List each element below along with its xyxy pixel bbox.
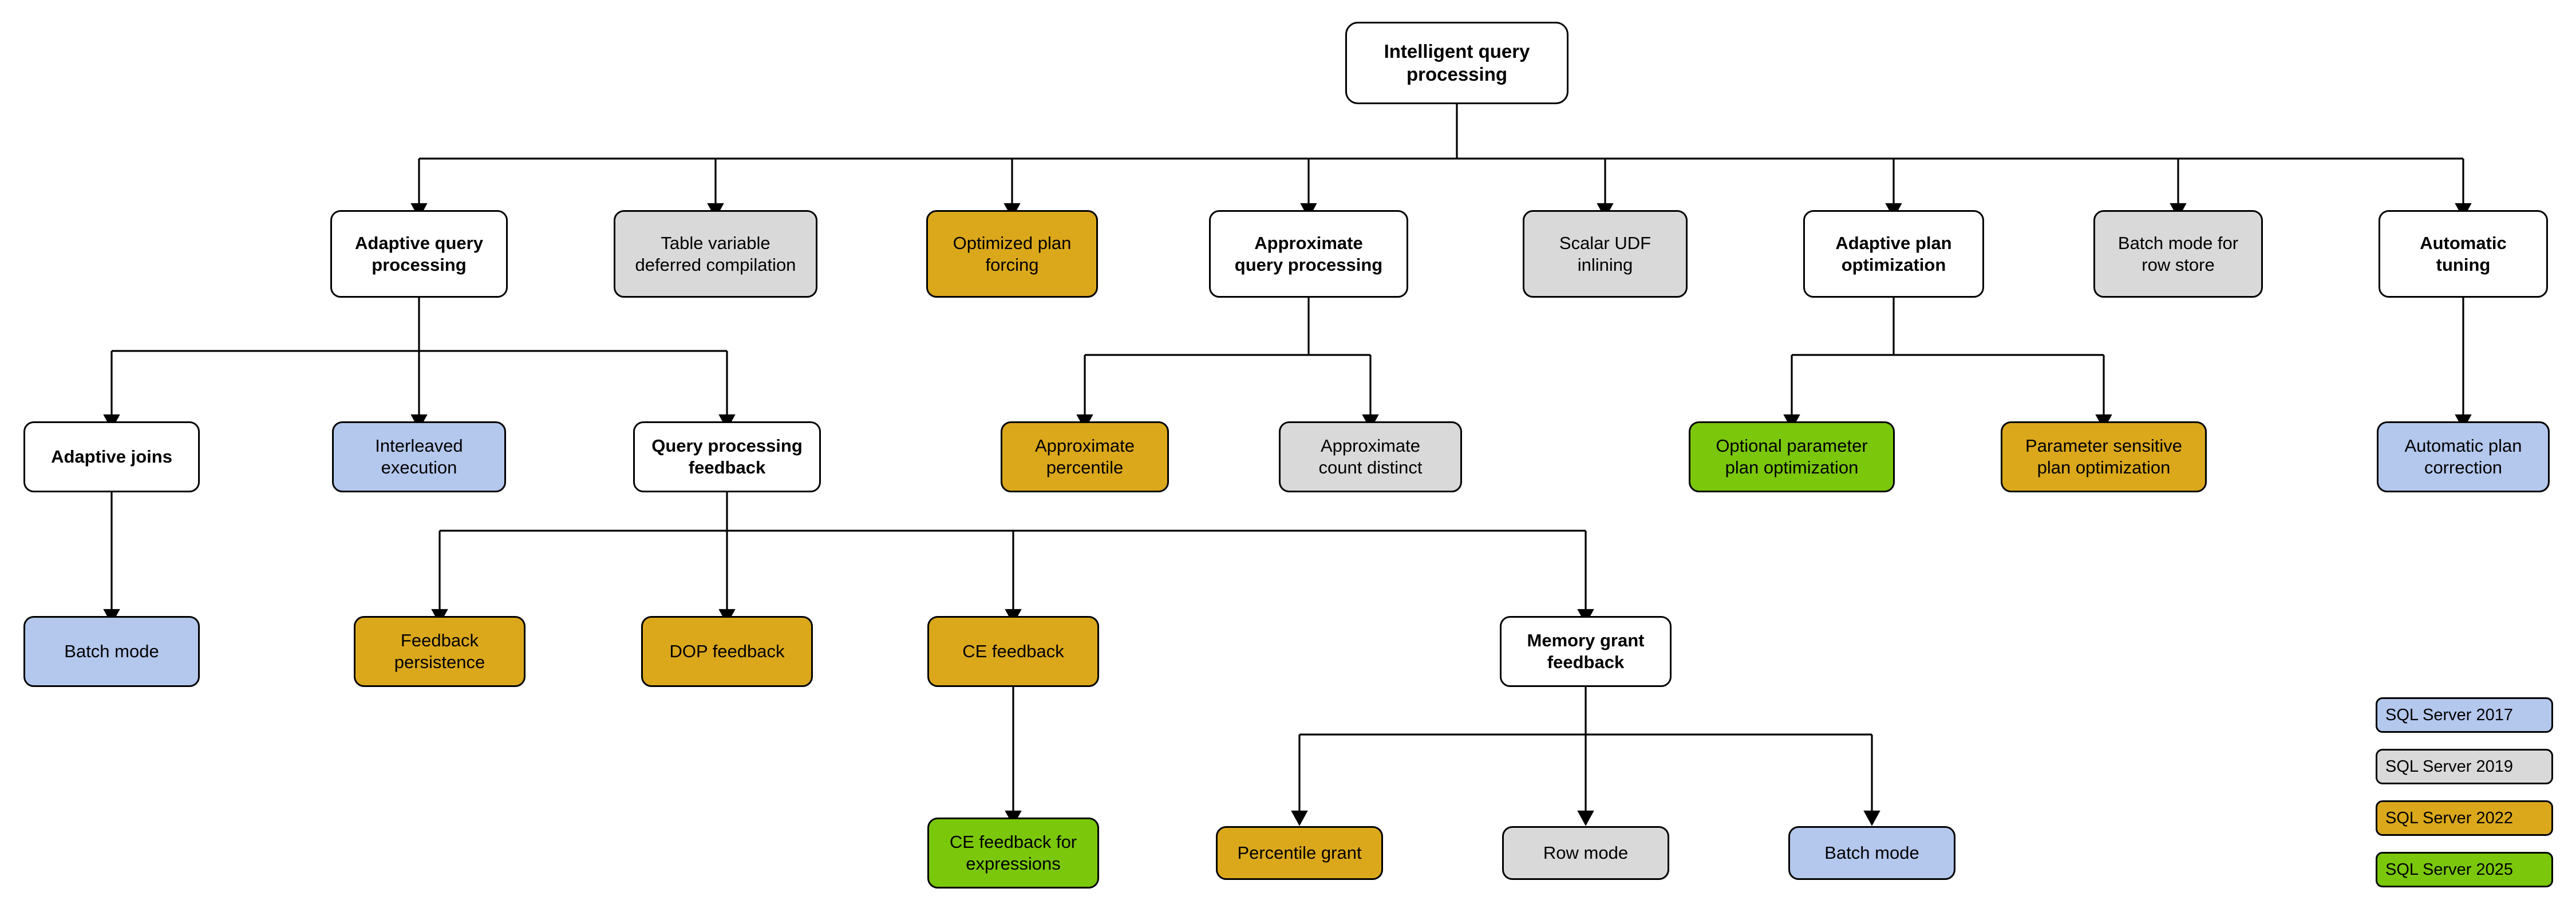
node-dop-feedback[interactable]: DOP feedback	[641, 616, 813, 687]
node-batch-mode-for-row-store[interactable]: Batch mode for row store	[2093, 210, 2263, 298]
legend-label: SQL Server 2025	[2385, 860, 2513, 879]
legend-item-sql-server-2019[interactable]: SQL Server 2019	[2376, 749, 2553, 784]
node-approximate-count-distinct[interactable]: Approximate count distinct	[1279, 421, 1462, 492]
node-optional-parameter-plan-optimization[interactable]: Optional parameter plan optimization	[1689, 421, 1895, 492]
node-batch-mode-memory-grant[interactable]: Batch mode	[1788, 826, 1955, 880]
node-optimized-plan-forcing[interactable]: Optimized plan forcing	[926, 210, 1098, 298]
node-adaptive-plan-optimization[interactable]: Adaptive plan optimization	[1803, 210, 1984, 298]
node-feedback-persistence[interactable]: Feedback persistence	[354, 616, 526, 687]
legend-label: SQL Server 2017	[2385, 705, 2513, 724]
node-query-processing-feedback[interactable]: Query processing feedback	[633, 421, 821, 492]
node-memory-grant-feedback[interactable]: Memory grant feedback	[1500, 616, 1672, 687]
legend-label: SQL Server 2019	[2385, 757, 2513, 776]
node-ce-feedback-for-expressions[interactable]: CE feedback for expressions	[927, 818, 1099, 889]
node-table-variable-deferred-compilation[interactable]: Table variable deferred compilation	[614, 210, 817, 298]
legend-item-sql-server-2022[interactable]: SQL Server 2022	[2376, 800, 2553, 836]
node-automatic-tuning[interactable]: Automatic tuning	[2379, 210, 2548, 298]
node-scalar-udf-inlining[interactable]: Scalar UDF inlining	[1523, 210, 1688, 298]
node-adaptive-joins[interactable]: Adaptive joins	[23, 421, 200, 492]
node-ce-feedback[interactable]: CE feedback	[927, 616, 1099, 687]
node-batch-mode-adaptive-joins[interactable]: Batch mode	[23, 616, 200, 687]
node-approximate-query-processing[interactable]: Approximate query processing	[1209, 210, 1408, 298]
node-intelligent-query-processing[interactable]: Intelligent query processing	[1345, 22, 1568, 104]
legend-item-sql-server-2017[interactable]: SQL Server 2017	[2376, 697, 2553, 733]
node-automatic-plan-correction[interactable]: Automatic plan correction	[2377, 421, 2550, 492]
node-approximate-percentile[interactable]: Approximate percentile	[1001, 421, 1169, 492]
node-adaptive-query-processing[interactable]: Adaptive query processing	[330, 210, 508, 298]
node-interleaved-execution[interactable]: Interleaved execution	[332, 421, 506, 492]
node-row-mode[interactable]: Row mode	[1502, 826, 1669, 880]
legend-label: SQL Server 2022	[2385, 808, 2513, 827]
legend-item-sql-server-2025[interactable]: SQL Server 2025	[2376, 852, 2553, 887]
node-percentile-grant[interactable]: Percentile grant	[1216, 826, 1383, 880]
node-parameter-sensitive-plan-optimization[interactable]: Parameter sensitive plan optimization	[2001, 421, 2207, 492]
